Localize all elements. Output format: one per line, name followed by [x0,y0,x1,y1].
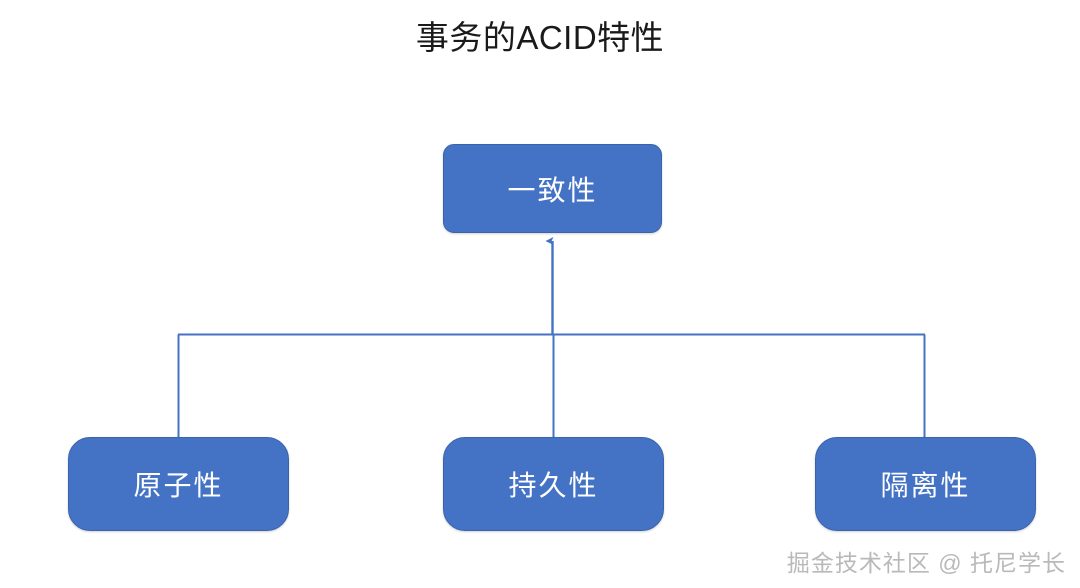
node-consistency[interactable]: 一致性 [443,144,662,233]
node-consistency-label: 一致性 [507,174,598,206]
node-isolation[interactable]: 隔离性 [815,437,1036,531]
node-isolation-label: 隔离性 [880,470,971,501]
node-durability-label: 持久性 [508,470,599,501]
node-durability[interactable]: 持久性 [443,437,664,531]
node-atomicity-label: 原子性 [133,470,224,501]
node-atomicity[interactable]: 原子性 [68,437,289,531]
page-title: 事务的ACID特性 [415,19,665,56]
watermark-text: 掘金技术社区 @ 托尼学长 [786,550,1066,576]
